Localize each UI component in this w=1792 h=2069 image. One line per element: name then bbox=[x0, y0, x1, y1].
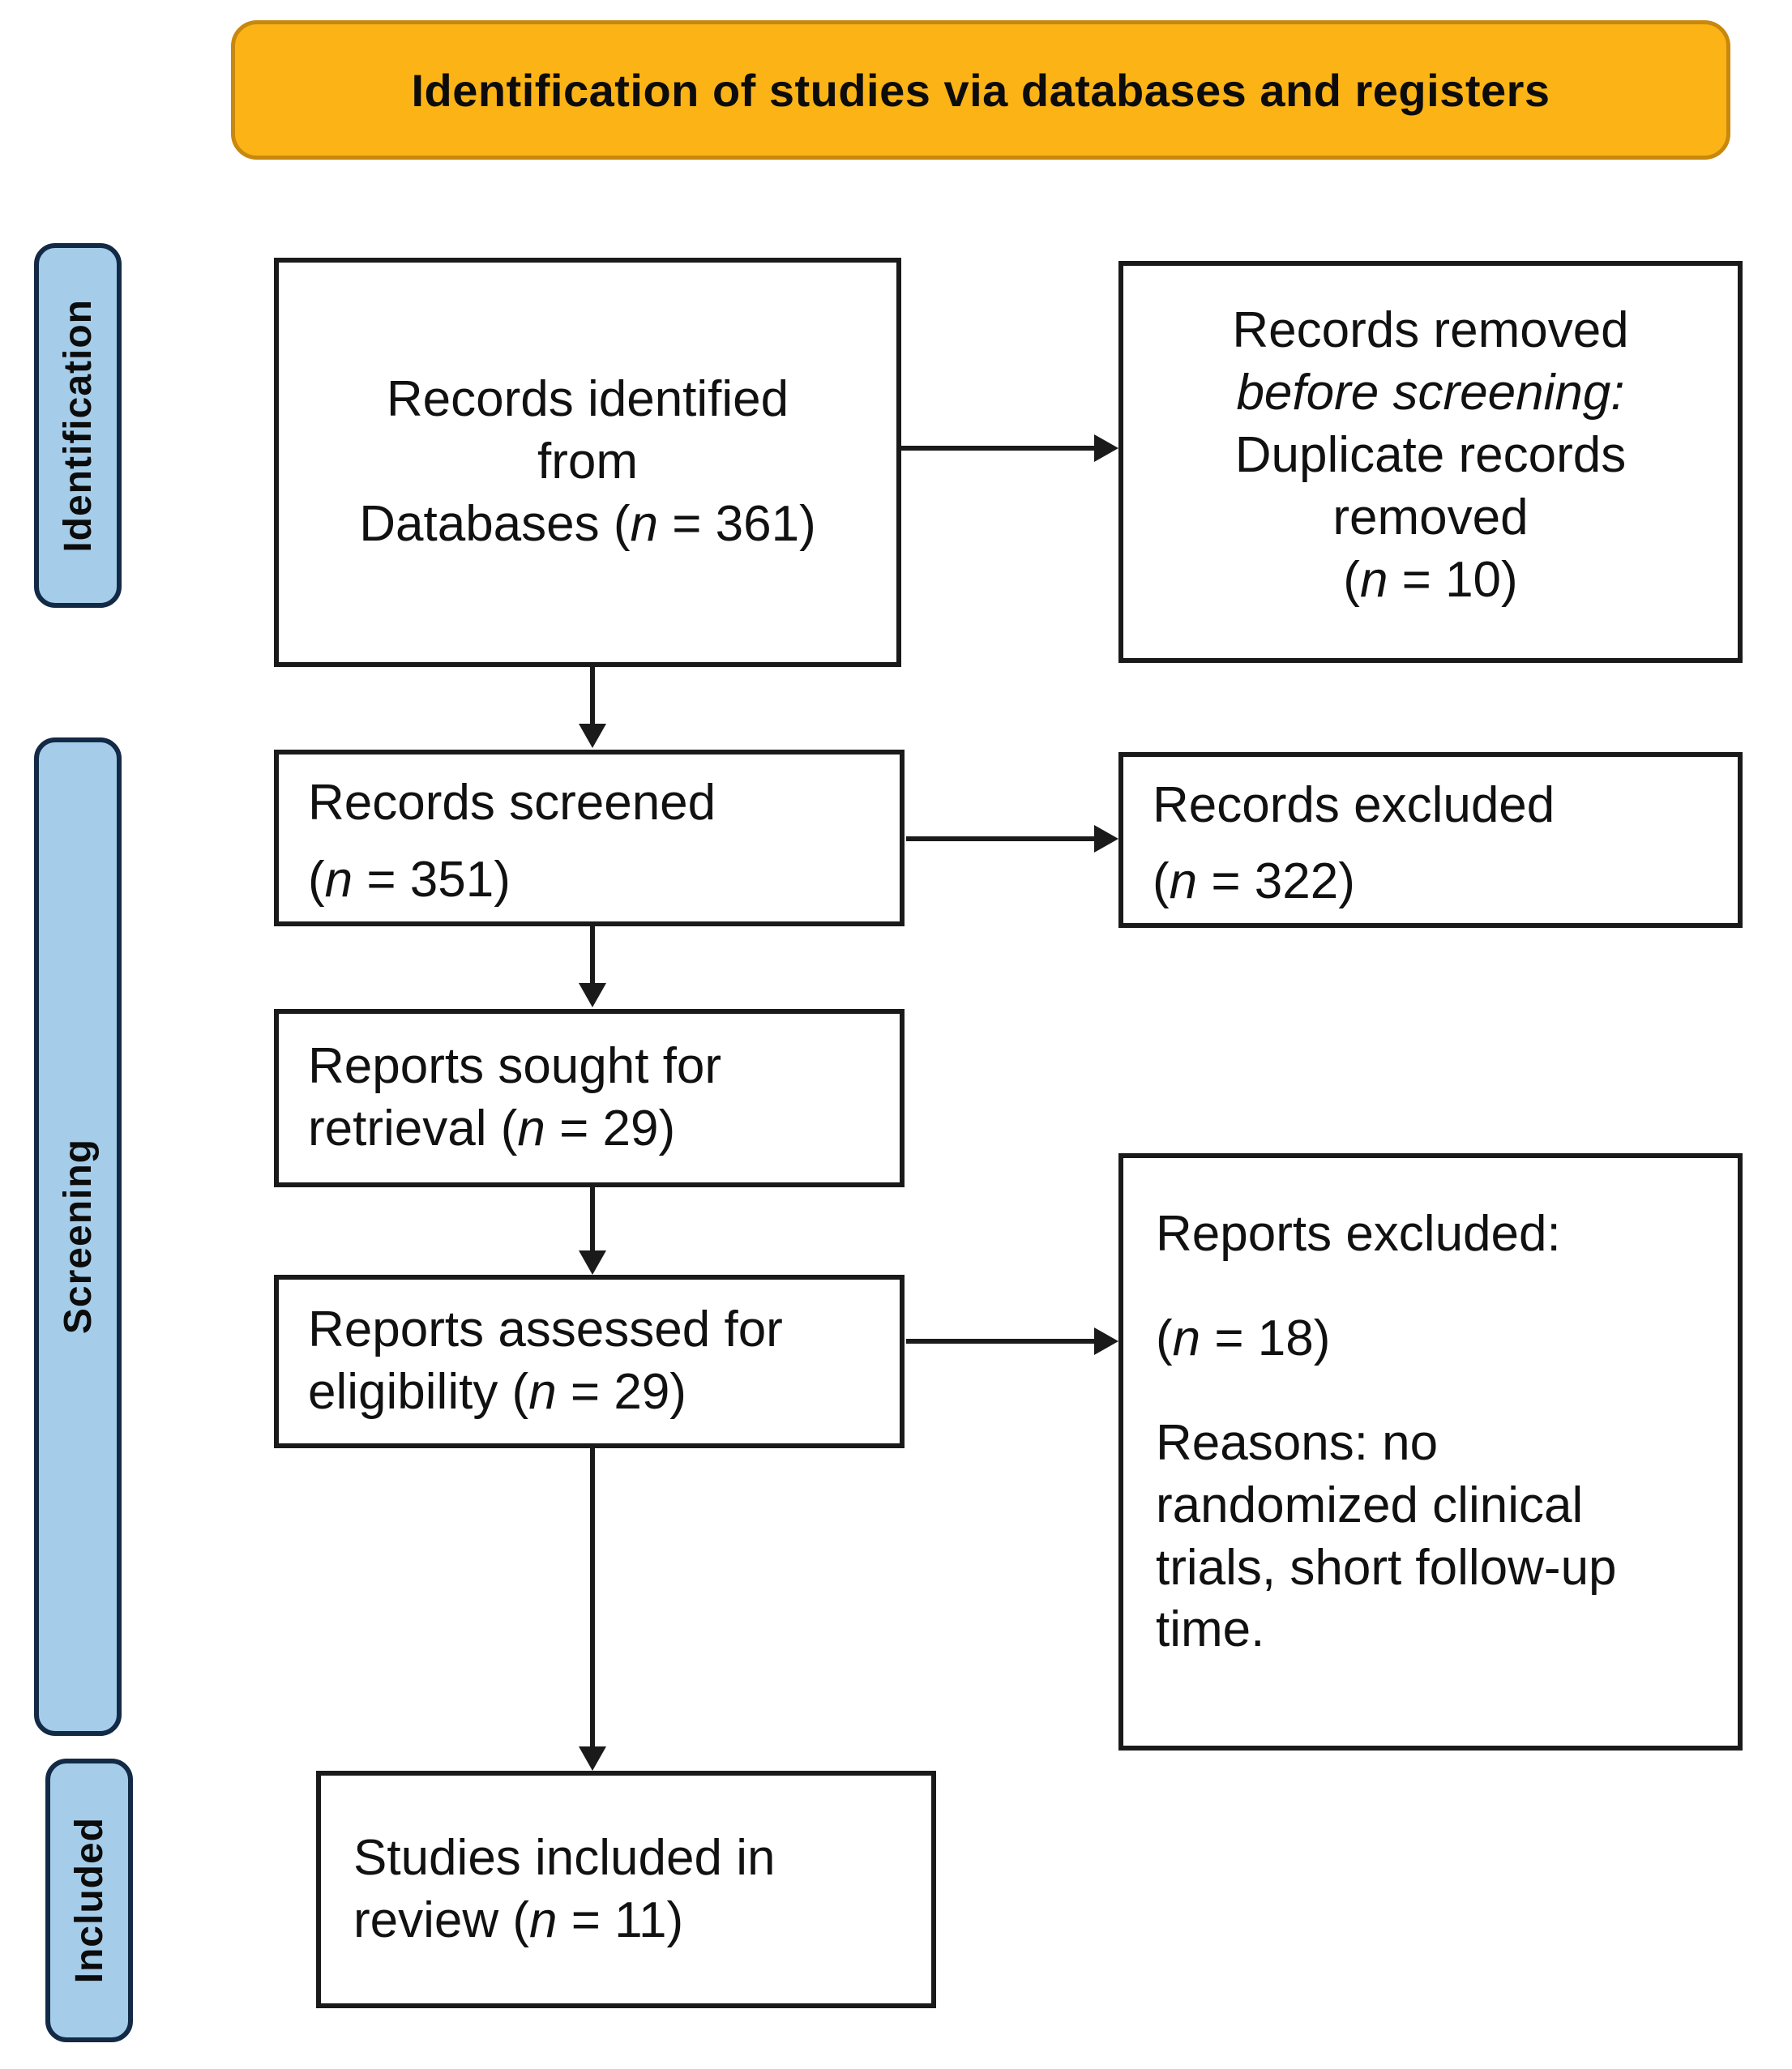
text-run: n bbox=[1359, 551, 1388, 608]
text-line: Reports assessed for eligibility (n = 29) bbox=[308, 1299, 870, 1424]
text-run: randomized clinical bbox=[1156, 1477, 1584, 1533]
text-run: Duplicate records bbox=[1234, 426, 1627, 483]
text-run: = 11) bbox=[557, 1892, 684, 1948]
text-run: time. bbox=[1156, 1601, 1265, 1658]
text-run: Databases ( bbox=[359, 495, 631, 552]
text-run: Reports excluded: bbox=[1156, 1206, 1561, 1262]
text-run: Records screened bbox=[308, 775, 716, 831]
text-run: n bbox=[528, 1364, 557, 1420]
box-records-screened: Records screened (n = 351) bbox=[274, 750, 905, 926]
text-line: (n = 18) bbox=[1156, 1308, 1705, 1370]
stage-label-included: Included bbox=[45, 1759, 133, 2042]
box-reports-assessed-for-eligibility: Reports assessed for eligibility (n = 29) bbox=[274, 1275, 905, 1448]
arrow-assessed-to-included bbox=[590, 1448, 595, 1746]
text-run: before screening: bbox=[1236, 364, 1625, 421]
box-reports-sought-for-retrieval: Reports sought for retrieval (n = 29) bbox=[274, 1009, 905, 1187]
text-run: Records removed bbox=[1232, 302, 1629, 358]
text-run: ( bbox=[1153, 853, 1170, 910]
text-run: Reasons: no bbox=[1156, 1414, 1439, 1471]
text-run: review ( bbox=[353, 1892, 530, 1948]
text-run: n bbox=[630, 495, 658, 552]
stage-label-screening: Screening bbox=[34, 737, 122, 1736]
title-banner: Identification of studies via databases … bbox=[231, 20, 1730, 160]
text-run: trials, short follow-up bbox=[1156, 1539, 1617, 1596]
text-line: Reports sought for retrieval (n = 29) bbox=[308, 1036, 870, 1161]
arrow-identified-to-removed bbox=[901, 446, 1094, 451]
text-line: Records removed before screening:Duplicat… bbox=[1143, 300, 1718, 611]
text-line: Records excluded bbox=[1153, 775, 1709, 837]
text-run: n bbox=[1169, 853, 1198, 910]
text-run: Reports assessed for bbox=[308, 1302, 783, 1358]
text-run: Records identified bbox=[386, 371, 789, 428]
text-line: Studies included in review (n = 11) bbox=[353, 1827, 899, 1952]
box-records-removed-before-screening: Records removed before screening:Duplicat… bbox=[1118, 261, 1743, 663]
text-run: n bbox=[1172, 1310, 1201, 1366]
text-line: Reports excluded: bbox=[1156, 1203, 1705, 1266]
text-run: = 10) bbox=[1388, 551, 1518, 608]
text-run: ( bbox=[1156, 1310, 1173, 1366]
text-run: ( bbox=[1343, 551, 1360, 608]
stage-label-identification: Identification bbox=[34, 243, 122, 608]
text-run: = 322) bbox=[1197, 853, 1355, 910]
stage-label-identification-text: Identification bbox=[56, 298, 100, 553]
text-run: retrieval ( bbox=[308, 1101, 518, 1156]
title-text: Identification of studies via databases … bbox=[411, 64, 1550, 116]
stage-label-included-text: Included bbox=[67, 1817, 111, 1984]
text-run: Studies included in bbox=[353, 1829, 776, 1886]
text-run: Reports sought for bbox=[308, 1038, 722, 1095]
box-studies-included-in-review: Studies included in review (n = 11) bbox=[316, 1771, 936, 2008]
arrow-screened-to-sought bbox=[590, 926, 595, 983]
text-run: from bbox=[537, 434, 638, 490]
arrow-screened-to-excluded bbox=[906, 836, 1094, 841]
text-run: = 29) bbox=[556, 1364, 686, 1420]
text-run: n bbox=[324, 852, 353, 908]
arrow-identified-to-screened bbox=[590, 667, 595, 724]
text-line: Records screened bbox=[308, 772, 870, 835]
text-run: = 18) bbox=[1200, 1310, 1331, 1366]
arrow-sought-to-assessed bbox=[590, 1187, 595, 1250]
text-line: (n = 351) bbox=[308, 849, 870, 912]
box-reports-excluded: Reports excluded: (n = 18) Reasons: no rand… bbox=[1118, 1153, 1743, 1751]
text-run: Records excluded bbox=[1153, 777, 1555, 833]
text-run: = 361) bbox=[658, 495, 816, 552]
text-run: ( bbox=[308, 852, 325, 908]
stage-label-screening-text: Screening bbox=[56, 1139, 100, 1335]
text-run: = 29) bbox=[545, 1101, 676, 1156]
text-run: = 351) bbox=[353, 852, 511, 908]
text-line: Reasons: no randomized clinical trials, sh… bbox=[1156, 1413, 1705, 1662]
arrow-assessed-to-reports-excluded bbox=[906, 1339, 1094, 1344]
text-line: (n = 322) bbox=[1153, 851, 1709, 913]
text-run: eligibility ( bbox=[308, 1364, 529, 1420]
text-run: removed bbox=[1332, 489, 1529, 545]
text-run: n bbox=[517, 1101, 545, 1156]
text-run: n bbox=[529, 1892, 558, 1948]
box-records-excluded: Records excluded (n = 322) bbox=[1118, 752, 1743, 928]
